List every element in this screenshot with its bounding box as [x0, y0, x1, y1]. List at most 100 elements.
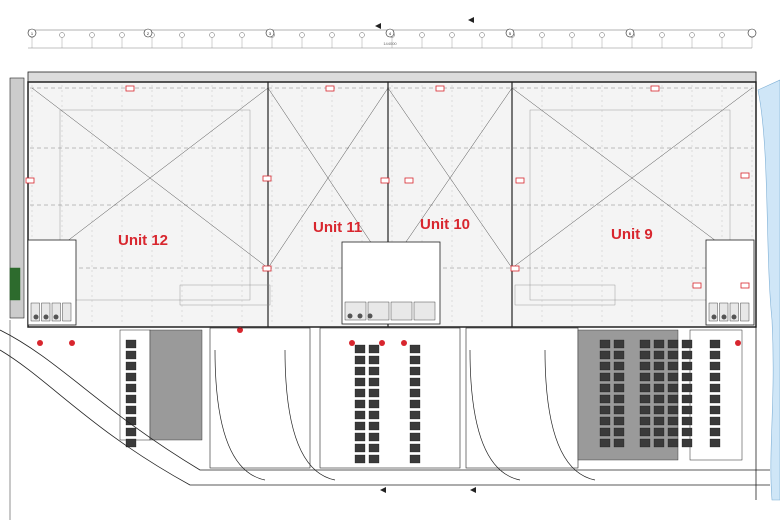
parked-vehicle-icon: [709, 394, 721, 404]
parked-vehicle-icon: [613, 339, 625, 349]
fire-extinguisher-icon: [650, 85, 660, 92]
unit-9-label: Unit 9: [611, 226, 653, 243]
grid-marker-label: 1: [31, 31, 34, 36]
roof-fall-line: [387, 87, 513, 269]
parked-vehicle-icon: [681, 405, 693, 415]
grid-marker-label: 4: [389, 31, 392, 36]
access-road-outer: [0, 329, 770, 471]
parked-vehicle-icon: [599, 339, 611, 349]
parked-vehicle-icon: [599, 416, 611, 426]
parked-vehicle-icon: [681, 339, 693, 349]
truck-turn-path: [544, 349, 596, 481]
unit-11-label: Unit 11: [313, 219, 363, 236]
fire-extinguisher-icon: [404, 177, 414, 184]
column-grid-marker-icon: [265, 28, 275, 38]
section-arrow-icon: [470, 487, 476, 493]
parked-vehicle-icon: [681, 350, 693, 360]
toilet-icon: [711, 314, 717, 320]
truck-turn-path: [469, 349, 521, 481]
access-road-inner: [0, 349, 770, 486]
parked-vehicle-icon: [639, 394, 651, 404]
emergency-exit-icon: [237, 327, 243, 333]
parked-vehicle-icon: [653, 361, 665, 371]
parked-vehicle-icon: [681, 372, 693, 382]
parked-vehicle-icon: [354, 355, 366, 365]
section-arrow-icon: [380, 487, 386, 493]
parked-vehicle-icon: [639, 339, 651, 349]
parked-vehicle-icon: [639, 383, 651, 393]
column-grid-marker-icon: [625, 28, 635, 38]
parked-vehicle-icon: [599, 350, 611, 360]
parked-vehicle-icon: [125, 350, 137, 360]
parked-vehicle-icon: [681, 427, 693, 437]
toilet-icon: [43, 314, 49, 320]
parked-vehicle-icon: [354, 377, 366, 387]
parked-vehicle-icon: [368, 410, 380, 420]
office-room: [413, 301, 436, 321]
parked-vehicle-icon: [409, 421, 421, 431]
parked-vehicle-icon: [354, 388, 366, 398]
office-room: [740, 302, 750, 322]
fire-extinguisher-icon: [262, 175, 272, 182]
parked-vehicle-icon: [125, 372, 137, 382]
grid-bubble-minor-icon: [59, 32, 65, 38]
parked-vehicle-icon: [354, 454, 366, 464]
grid-bubble-minor-icon: [359, 32, 365, 38]
parked-vehicle-icon: [354, 410, 366, 420]
parked-vehicle-icon: [681, 394, 693, 404]
unit-12-label: Unit 12: [118, 232, 169, 249]
parked-vehicle-icon: [639, 361, 651, 371]
grid-bubble-minor-icon: [329, 32, 335, 38]
fire-extinguisher-icon: [262, 265, 272, 272]
parked-vehicle-icon: [368, 421, 380, 431]
parked-vehicle-icon: [613, 438, 625, 448]
parked-vehicle-icon: [639, 427, 651, 437]
parked-vehicle-icon: [599, 427, 611, 437]
grid-marker-label: 5: [509, 31, 512, 36]
office-room: [729, 302, 739, 322]
fire-extinguisher-icon: [692, 282, 702, 289]
parked-vehicle-icon: [368, 399, 380, 409]
parked-vehicle-icon: [368, 366, 380, 376]
office-room: [708, 302, 718, 322]
parked-vehicle-icon: [409, 399, 421, 409]
landscape-area: [9, 267, 21, 301]
parked-vehicle-icon: [709, 416, 721, 426]
grid-bubble-minor-icon: [179, 32, 185, 38]
fire-extinguisher-icon: [740, 172, 750, 179]
parked-vehicle-icon: [709, 405, 721, 415]
loading-yard-10: [465, 327, 579, 469]
parked-vehicle-icon: [613, 350, 625, 360]
grid-marker-label: 6: [629, 31, 632, 36]
parked-vehicle-icon: [368, 432, 380, 442]
column-grid-marker-icon: [747, 28, 757, 38]
emergency-exit-icon: [69, 340, 75, 346]
grid-bubble-minor-icon: [689, 32, 695, 38]
parked-vehicle-icon: [613, 416, 625, 426]
parked-vehicle-icon: [368, 344, 380, 354]
parked-vehicle-icon: [125, 427, 137, 437]
fire-extinguisher-icon: [25, 177, 35, 184]
parked-vehicle-icon: [368, 388, 380, 398]
parked-vehicle-icon: [681, 361, 693, 371]
grid-bubble-minor-icon: [239, 32, 245, 38]
toilet-icon: [357, 313, 363, 319]
parked-vehicle-icon: [409, 366, 421, 376]
emergency-exit-icon: [401, 340, 407, 346]
column-grid-marker-icon: [143, 28, 153, 38]
parked-vehicle-icon: [613, 383, 625, 393]
parked-vehicle-icon: [409, 377, 421, 387]
parked-vehicle-icon: [653, 339, 665, 349]
parked-vehicle-icon: [709, 438, 721, 448]
emergency-exit-icon: [379, 340, 385, 346]
parked-vehicle-icon: [639, 372, 651, 382]
grid-bubble-minor-icon: [419, 32, 425, 38]
roof-fall-line: [267, 87, 389, 269]
parked-vehicle-icon: [599, 405, 611, 415]
parked-vehicle-icon: [354, 399, 366, 409]
column-grid-marker-icon: [385, 28, 395, 38]
office-room: [51, 302, 61, 322]
roof-fall-line: [511, 87, 753, 269]
grid-bubble-minor-icon: [569, 32, 575, 38]
